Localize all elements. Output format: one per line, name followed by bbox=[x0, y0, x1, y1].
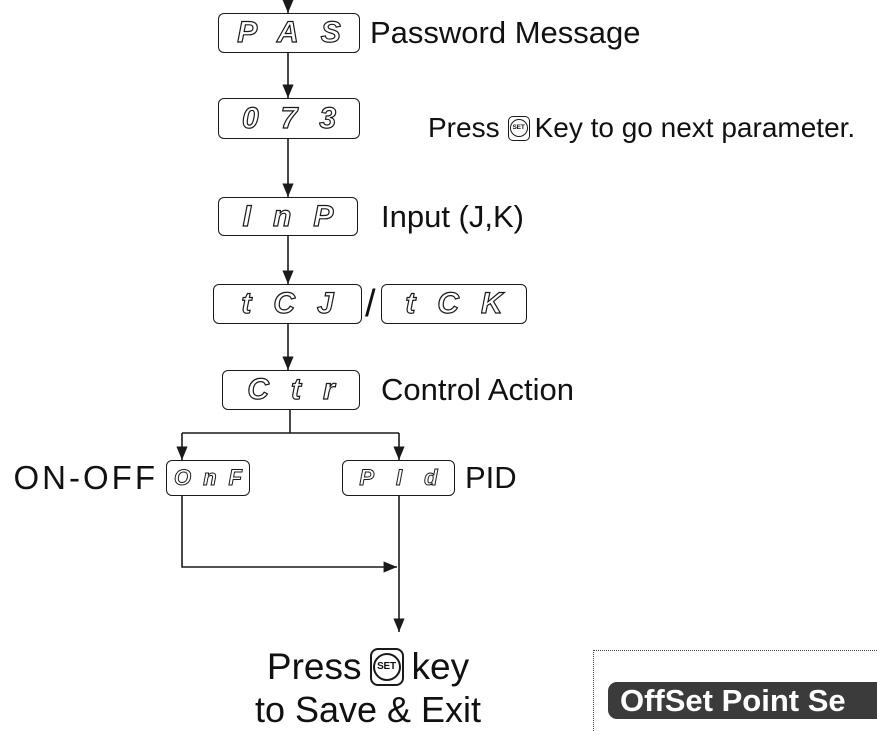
control-label: Control Action bbox=[381, 372, 574, 407]
arrow-on-off-merge bbox=[181, 496, 397, 573]
next-section-frame bbox=[593, 650, 877, 731]
display-code: 073 bbox=[218, 98, 360, 139]
display-sensor-k: tCK bbox=[381, 284, 527, 324]
exit-instruction-line1: Press SET key bbox=[248, 646, 488, 688]
display-control: Ctr bbox=[222, 370, 360, 410]
display-control-text: Ctr bbox=[247, 373, 357, 406]
exit-instruction-line2: to Save & Exit bbox=[254, 689, 482, 730]
set-key-label: SET bbox=[372, 653, 401, 681]
display-password: PAS bbox=[218, 13, 360, 53]
set-key-icon: SET bbox=[507, 115, 530, 141]
display-input: InP bbox=[218, 197, 358, 236]
pid-label: PID bbox=[465, 460, 517, 495]
password-label: Password Message bbox=[370, 15, 641, 50]
display-pid-text: PId bbox=[359, 465, 460, 490]
exit-press-text: Press bbox=[266, 646, 362, 687]
next-parameter-hint: Press SET Key to go next parameter. bbox=[428, 108, 855, 148]
next-section-heading: OffSet Point Se bbox=[608, 682, 877, 719]
next-section-title: OffSet Point Se bbox=[620, 682, 846, 718]
display-code-text: 073 bbox=[241, 101, 359, 135]
display-input-text: InP bbox=[242, 199, 356, 233]
hint-press-text: Press bbox=[428, 112, 500, 143]
display-on-off-text: OnF bbox=[174, 465, 254, 490]
on-off-label: ON-OFF bbox=[13, 459, 158, 496]
set-key-icon: SET bbox=[369, 648, 404, 686]
display-sensor-j: tCJ bbox=[213, 284, 362, 324]
display-sensor-j-text: tCJ bbox=[241, 287, 356, 320]
display-on-off: OnF bbox=[166, 460, 250, 496]
set-key-label: SET bbox=[509, 119, 528, 137]
input-label: Input (J,K) bbox=[381, 198, 524, 234]
sensor-separator: / bbox=[365, 282, 376, 325]
display-password-text: PAS bbox=[237, 16, 363, 49]
display-sensor-k-text: tCK bbox=[405, 287, 525, 320]
display-pid: PId bbox=[342, 460, 455, 496]
hint-action-text: Key to go next parameter. bbox=[534, 112, 856, 143]
exit-key-text: key bbox=[411, 646, 470, 687]
